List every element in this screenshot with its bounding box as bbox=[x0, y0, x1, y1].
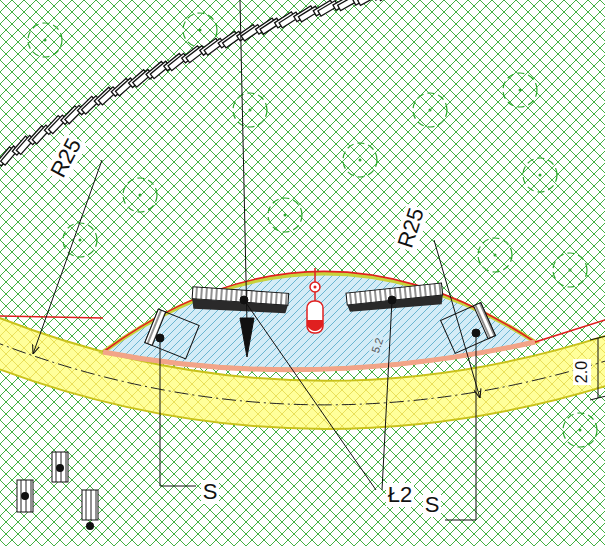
dimension-label: 2.0 bbox=[573, 359, 591, 385]
bench-small bbox=[441, 303, 496, 354]
bench bbox=[191, 287, 288, 316]
tree-symbol bbox=[343, 143, 377, 177]
plaza-area bbox=[103, 273, 535, 369]
tree-symbol bbox=[63, 223, 97, 257]
bench-slat bbox=[358, 0, 378, 5]
callout-label: Ł2 bbox=[386, 483, 414, 507]
boundary-line bbox=[0, 271, 605, 352]
tree-symbol bbox=[478, 238, 512, 272]
tree-symbol bbox=[28, 23, 62, 57]
tree-symbol bbox=[503, 73, 537, 107]
bench-slat bbox=[373, 0, 393, 1]
tree-symbol bbox=[268, 198, 302, 232]
tree-symbol bbox=[563, 413, 597, 447]
tree-symbol bbox=[553, 253, 587, 287]
lamp-symbol bbox=[307, 268, 323, 333]
callout-label: S bbox=[423, 493, 442, 517]
bench-small bbox=[145, 309, 199, 359]
bench-group bbox=[17, 452, 98, 530]
leader-lines bbox=[33, 0, 605, 520]
tree-symbol bbox=[413, 93, 447, 127]
tree-symbol bbox=[233, 93, 267, 127]
callout-label: S bbox=[201, 480, 220, 504]
bench bbox=[346, 283, 444, 314]
tree-symbol bbox=[123, 178, 157, 212]
tree-symbol bbox=[523, 158, 557, 192]
bench-slat bbox=[378, 0, 398, 1]
